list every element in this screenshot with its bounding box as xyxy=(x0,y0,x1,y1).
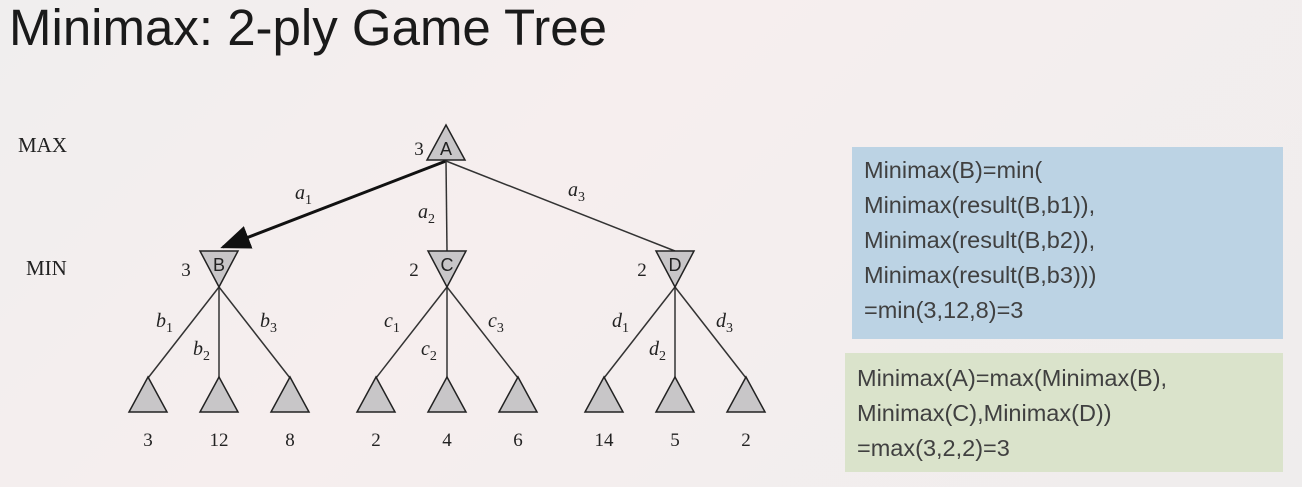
action-edge xyxy=(375,286,448,379)
node-name: A xyxy=(440,139,452,159)
node-name: D xyxy=(669,255,682,275)
action-label: d2 xyxy=(649,338,666,364)
best-move-arrow xyxy=(220,159,447,249)
leaf-triangle xyxy=(269,375,311,413)
text-line: Minimax(C),Minimax(D)) xyxy=(857,400,1112,426)
minimax-a-explanation: Minimax(A)=max(Minimax(B), Minimax(C),Mi… xyxy=(845,353,1283,472)
leaf-triangle xyxy=(725,375,767,413)
action-edge xyxy=(674,286,747,379)
leaf-triangle xyxy=(583,375,625,413)
leaf-triangle xyxy=(355,375,397,413)
leaf-triangle xyxy=(198,375,240,413)
action-label: b2 xyxy=(193,338,210,364)
action-edge xyxy=(445,160,676,252)
leaf-value: 2 xyxy=(371,430,381,451)
max-level-label: MAX xyxy=(18,133,67,157)
leaf-triangle xyxy=(654,375,696,413)
leaf-value: 14 xyxy=(595,430,615,451)
leaf-triangle xyxy=(497,375,539,413)
leaf-value: 12 xyxy=(210,430,229,451)
node-value: 3 xyxy=(181,260,191,281)
text-line: =min(3,12,8)=3 xyxy=(864,297,1024,323)
min-node-triangle xyxy=(198,250,240,289)
max-node-triangle xyxy=(425,123,467,161)
node-value: 3 xyxy=(414,139,424,160)
min-node-triangle xyxy=(426,250,468,289)
action-label: d3 xyxy=(716,310,733,336)
leaf-value: 2 xyxy=(741,430,751,451)
node-name: C xyxy=(441,255,454,275)
action-label: c1 xyxy=(384,310,400,336)
text-line: Minimax(A)=max(Minimax(B), xyxy=(857,365,1168,391)
action-label: a2 xyxy=(418,201,435,227)
text-line: Minimax(result(B,b3))) xyxy=(864,262,1097,288)
node-value: 2 xyxy=(409,260,419,281)
node-name: B xyxy=(213,255,225,275)
leaf-value: 8 xyxy=(285,430,295,451)
text-line: Minimax(result(B,b2)), xyxy=(864,227,1096,253)
action-label: b3 xyxy=(260,310,277,336)
text-line: Minimax(B)=min( xyxy=(864,157,1043,183)
action-label: b1 xyxy=(156,310,173,336)
action-edge xyxy=(446,286,519,379)
text-line: =max(3,2,2)=3 xyxy=(857,435,1010,461)
action-edge xyxy=(603,286,676,379)
action-label: c3 xyxy=(488,310,504,336)
minimax-b-explanation: Minimax(B)=min( Minimax(result(B,b1)), M… xyxy=(852,147,1283,339)
leaf-value: 5 xyxy=(670,430,680,451)
min-level-label: MIN xyxy=(26,256,67,280)
slide-title: Minimax: 2-ply Game Tree xyxy=(9,0,608,56)
leaf-triangle xyxy=(426,375,468,413)
leaf-triangle xyxy=(127,375,169,413)
action-label: a3 xyxy=(568,179,585,205)
leaf-value: 4 xyxy=(442,430,452,451)
leaf-value: 6 xyxy=(513,430,523,451)
leaf-value: 3 xyxy=(143,430,153,451)
action-edge xyxy=(147,286,220,379)
action-label: d1 xyxy=(612,310,629,336)
action-label: c2 xyxy=(421,338,437,364)
min-node-triangle xyxy=(654,250,696,289)
node-value: 2 xyxy=(637,260,647,281)
action-edge xyxy=(218,286,291,379)
action-label: a1 xyxy=(295,182,312,208)
text-line: Minimax(result(B,b1)), xyxy=(864,192,1096,218)
action-edge xyxy=(445,160,448,252)
